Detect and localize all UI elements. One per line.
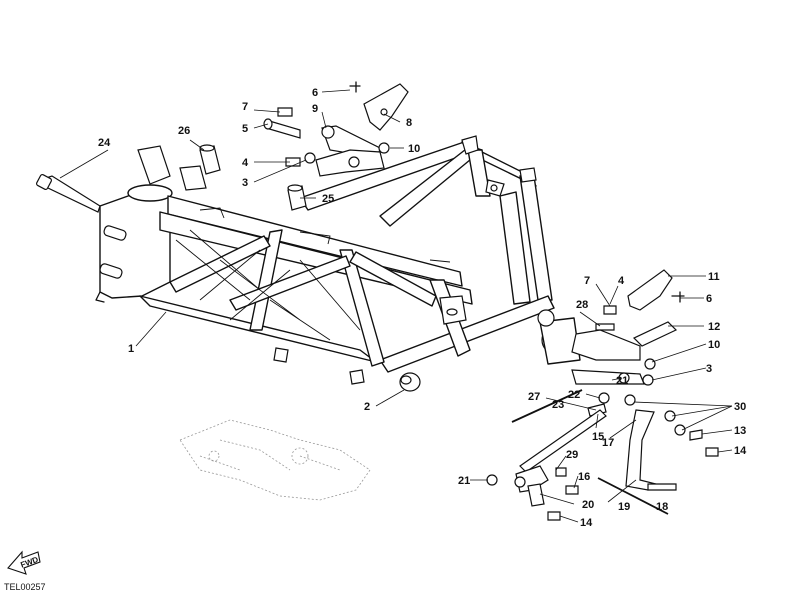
- callout-21: 21: [616, 375, 628, 387]
- callout-11: 11: [708, 271, 720, 283]
- callout-3: 3: [242, 177, 248, 189]
- callout-2: 2: [364, 401, 370, 413]
- callout-26: 26: [178, 125, 190, 137]
- callout-22: 22: [568, 389, 580, 401]
- heelguard-11: [627, 269, 673, 311]
- engine-ghost-outline: [179, 419, 371, 501]
- callout-8: 8: [406, 117, 412, 129]
- callout-10: 10: [408, 143, 420, 155]
- callout-7: 7: [584, 275, 590, 287]
- callout-29: 29: [566, 449, 578, 461]
- callout-20: 20: [582, 499, 594, 511]
- footpeg-12: [632, 321, 678, 347]
- callout-16: 16: [578, 471, 590, 483]
- callout-25: 25: [322, 193, 334, 205]
- callout-14: 14: [580, 517, 593, 529]
- callout-27: 27: [528, 391, 540, 403]
- callout-6: 6: [706, 293, 712, 305]
- callout-30: 30: [734, 401, 746, 413]
- callout-12: 12: [708, 321, 720, 333]
- callout-23: 23: [552, 399, 564, 411]
- callout-6: 6: [312, 87, 318, 99]
- callout-17: 17: [602, 437, 614, 449]
- callout-13: 13: [734, 425, 746, 437]
- callout-14: 14: [734, 445, 747, 457]
- callout-numbers: 1 2 3 3 4 4 5 6 6 7 7 8 9 10 10 11 12 13…: [98, 87, 747, 529]
- upper-left-parts: [35, 81, 409, 213]
- right-side-parts: [399, 269, 719, 521]
- leader-lines: [59, 89, 733, 523]
- heelguard-8: [363, 83, 409, 131]
- lever-19: [625, 409, 658, 491]
- callout-15: 15: [592, 431, 604, 443]
- callout-3: 3: [706, 363, 712, 375]
- callout-4: 4: [618, 275, 625, 287]
- callout-10: 10: [708, 339, 720, 351]
- drawing-reference: TEL00257: [4, 582, 46, 592]
- callout-9: 9: [312, 103, 318, 115]
- callout-1: 1: [128, 343, 134, 355]
- callout-21: 21: [458, 475, 470, 487]
- forward-arrow-icon: FWD: [7, 550, 41, 575]
- callout-18: 18: [656, 501, 668, 513]
- callout-19: 19: [618, 501, 630, 513]
- callout-7: 7: [242, 101, 248, 113]
- callout-24: 24: [98, 137, 111, 149]
- shaft-23: [519, 409, 607, 473]
- callout-4: 4: [242, 157, 249, 169]
- callout-28: 28: [576, 299, 588, 311]
- callout-5: 5: [242, 123, 248, 135]
- frame-assembly: [95, 135, 581, 385]
